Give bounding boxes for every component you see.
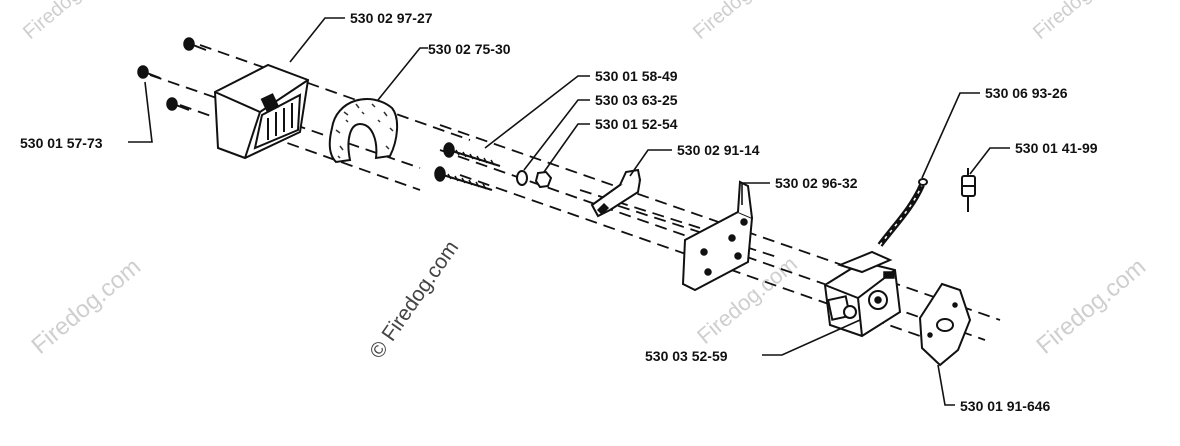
air-filter-element xyxy=(328,98,398,164)
label-screw: 530 01 58-49 xyxy=(595,68,678,84)
watermark-top-right: Firedog.com xyxy=(1029,0,1128,44)
watermark-top-left: Firedog.com xyxy=(19,0,118,44)
label-air-filter-cover: 530 02 97-27 xyxy=(350,10,433,26)
watermark-left: Firedog.com xyxy=(27,253,147,359)
choke-lever xyxy=(590,168,642,218)
watermarks: Firedog.com Firedog.com Firedog.com Fire… xyxy=(19,0,1151,363)
leader-lines xyxy=(128,17,1010,406)
label-filter-holder: 530 02 96-32 xyxy=(775,175,858,191)
fuel-line xyxy=(877,178,928,247)
label-gasket: 530 01 91-646 xyxy=(960,398,1051,414)
gasket xyxy=(918,282,972,367)
washer-and-nut xyxy=(516,170,553,189)
watermark-main: © Firedog.com xyxy=(365,237,463,363)
label-air-filter: 530 02 75-30 xyxy=(428,41,511,57)
watermark-right: Firedog.com xyxy=(1032,253,1152,359)
label-fuel-line: 530 06 93-26 xyxy=(985,85,1068,101)
label-cover-screws: 530 01 57-73 xyxy=(20,135,103,151)
fuel-filter xyxy=(961,168,976,212)
washer xyxy=(516,170,528,186)
air-filter-cover xyxy=(213,63,310,160)
cover-screws xyxy=(137,37,207,111)
label-carburetor: 530 03 52-59 xyxy=(645,348,728,364)
label-choke-lever: 530 02 91-14 xyxy=(677,142,760,158)
nut xyxy=(534,170,553,189)
label-washer: 530 03 63-25 xyxy=(595,92,678,108)
part-labels: 530 02 97-27 530 02 75-30 530 01 57-73 5… xyxy=(20,10,1098,414)
label-fuel-filter: 530 01 41-99 xyxy=(1015,140,1098,156)
watermark-top-center: Firedog.com xyxy=(689,0,788,44)
mounting-screws xyxy=(434,142,501,191)
label-nut: 530 01 52-54 xyxy=(595,116,678,132)
carburetor xyxy=(823,250,902,338)
